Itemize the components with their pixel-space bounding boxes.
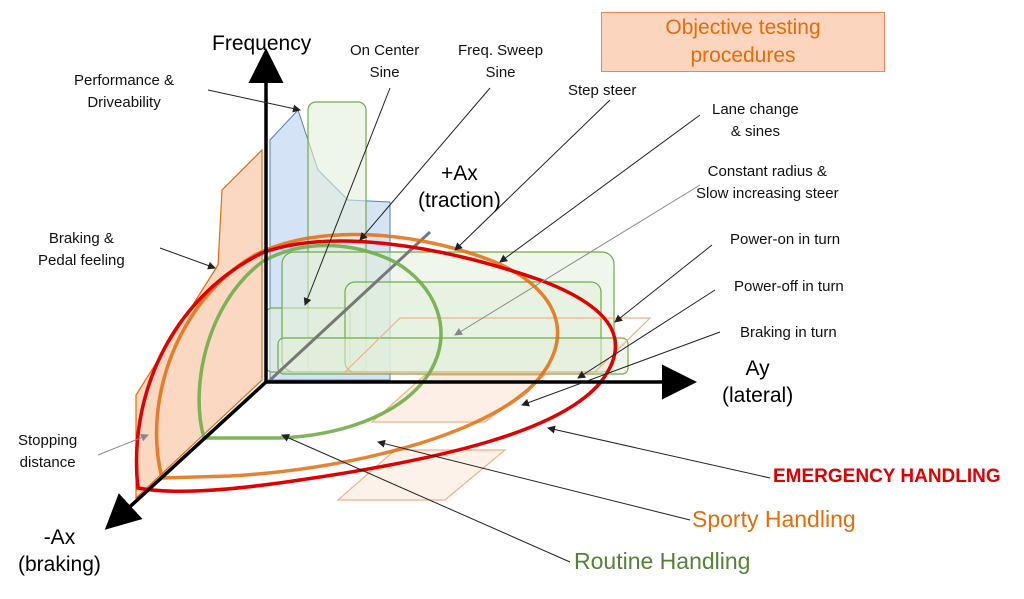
on-center-line1: On Center	[350, 42, 420, 59]
leader-routine	[281, 434, 571, 563]
emergency-envelope	[134, 239, 618, 494]
braking-pedal-line2: Pedal feeling	[38, 251, 125, 269]
power-off-turn-area	[370, 374, 547, 423]
leader-stopping	[97, 433, 149, 456]
braking-pedal-line1: Braking &	[48, 230, 114, 247]
stopping-distance-label: Stopping distance	[18, 430, 77, 474]
ax-floor-line	[266, 230, 432, 384]
sporty-envelope	[154, 232, 560, 480]
leader-performance	[207, 89, 301, 113]
constant-radius-label: Constant radius & Slow increasing steer	[696, 161, 839, 205]
freq-sweep-label: Freq. Sweep Sine	[458, 40, 543, 84]
leader-sporty	[377, 439, 691, 521]
leader-braking-pedal	[159, 247, 216, 270]
emergency-handling-label: EMERGENCY HANDLING	[773, 466, 1001, 488]
leader-emergency	[547, 425, 771, 479]
leader-constant-radius	[454, 184, 701, 336]
leader-braking-turn	[521, 331, 721, 407]
braking-pedal-label: Braking & Pedal feeling	[38, 228, 125, 272]
constant-radius-line2: Slow increasing steer	[696, 184, 839, 202]
on-center-line2: Sine	[369, 63, 400, 81]
ax-positive-label: +Ax (traction)	[418, 160, 501, 215]
braking-turn-area	[336, 449, 507, 501]
routine-envelope	[197, 243, 443, 440]
leader-power-on	[614, 244, 713, 323]
leader-on-center	[303, 87, 391, 306]
stopping-line2: distance	[19, 453, 76, 471]
step-steer-text: Step steer	[568, 82, 637, 99]
title-line2: procedures	[690, 44, 796, 67]
power-on-turn-area	[343, 317, 652, 373]
freq-sweep-line1: Freq. Sweep	[458, 42, 544, 59]
ax-neg-line2: (braking)	[18, 553, 101, 577]
ax-pos-line1: +Ax	[441, 162, 478, 185]
emergency-text: EMERGENCY HANDLING	[773, 466, 1001, 487]
on-center-label: On Center Sine	[350, 40, 419, 84]
constant-radius-box	[277, 337, 629, 375]
braking-pedal-area	[135, 148, 263, 500]
frequency-text: Frequency	[212, 32, 312, 55]
lane-change-line2: & sines	[730, 122, 780, 140]
power-on-label: Power-on in turn	[730, 229, 840, 251]
sporty-handling-label: Sporty Handling	[692, 506, 856, 533]
leader-step-steer	[454, 99, 611, 251]
routine-handling-label: Routine Handling	[574, 548, 750, 575]
stopping-line1: Stopping	[18, 432, 78, 449]
freq-sweep-line2: Sine	[485, 63, 516, 81]
ax-negative-label: -Ax (braking)	[18, 524, 101, 579]
frequency-axis-label: Frequency	[212, 30, 311, 57]
braking-turn-label: Braking in turn	[740, 322, 837, 344]
step-steer-label: Step steer	[568, 80, 636, 102]
performance-line2: Driveability	[87, 93, 161, 111]
performance-label: Performance & Driveability	[74, 70, 174, 114]
leader-power-off	[577, 289, 716, 379]
ax-pos-line2: (traction)	[418, 189, 501, 213]
power-off-label: Power-off in turn	[734, 276, 844, 298]
leader-lane-change	[499, 114, 701, 263]
power-on-text: Power-on in turn	[730, 231, 841, 248]
ay-line1: Ay	[745, 357, 770, 380]
routine-text: Routine Handling	[574, 548, 751, 574]
leader-freq-sweep	[359, 87, 491, 241]
ay-axis-label: Ay (lateral)	[722, 355, 793, 410]
lane-change-label: Lane change & sines	[712, 99, 799, 143]
title-line1: Objective testing	[665, 15, 821, 39]
sporty-text: Sporty Handling	[692, 506, 856, 532]
objective-testing-title: Objective testing procedures	[601, 12, 885, 72]
constant-radius-line1: Constant radius &	[707, 163, 827, 180]
ay-line2: (lateral)	[722, 384, 794, 408]
braking-turn-text: Braking in turn	[740, 324, 837, 341]
ax-negative-axis	[104, 380, 268, 530]
lane-change-line1: Lane change	[712, 101, 799, 118]
power-off-text: Power-off in turn	[734, 278, 844, 295]
ax-neg-line1: -Ax	[43, 526, 76, 549]
performance-line1: Performance &	[74, 72, 175, 89]
